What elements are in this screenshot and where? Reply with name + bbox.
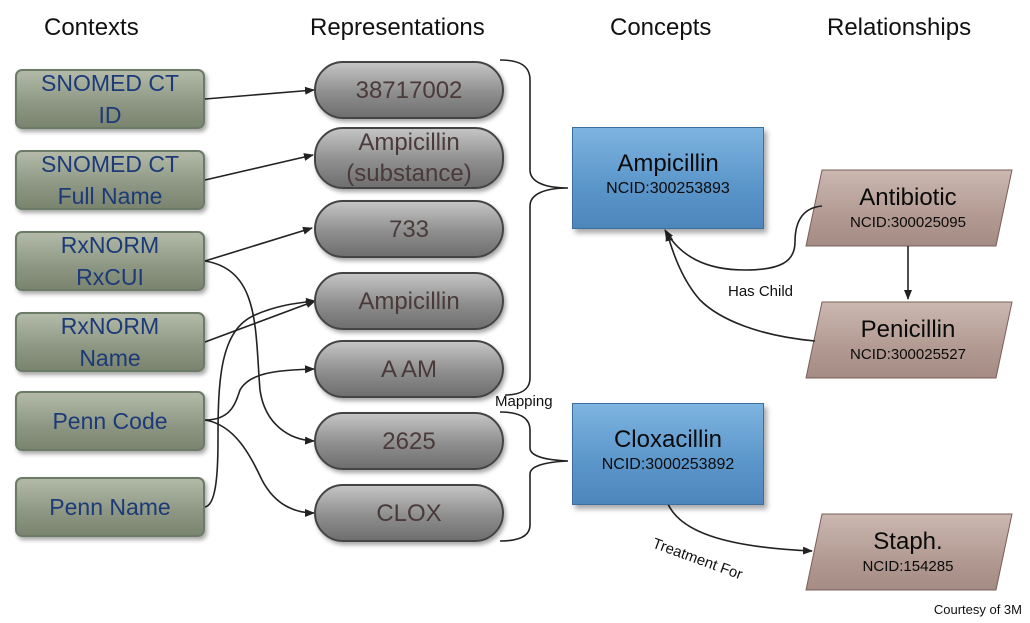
relationship-staph-name: Staph. (873, 528, 943, 555)
relationship-shape-penicillin (805, 301, 1013, 379)
concept-ampicillin: Ampicillin NCID:300253893 (572, 127, 764, 229)
representation-clox: CLOX (314, 484, 504, 542)
representation-2625: 2625 (314, 412, 504, 470)
arrow-snomed-id-to-38717002 (204, 86, 315, 100)
edge-label-mapping: Mapping (495, 393, 553, 410)
context-penn-code: Penn Code (15, 391, 205, 451)
header-representations: Representations (310, 14, 485, 41)
concept-ampicillin-name: Ampicillin (617, 150, 719, 177)
context-snomed-ct-id: SNOMED CT ID (15, 69, 205, 129)
relationship-staph-ncid: NCID:154285 (862, 558, 954, 575)
relationship-staph: Staph. NCID:154285 (810, 528, 1006, 575)
arrow-cloxacillin-to-staph (667, 503, 813, 555)
representation-ampicillin: Ampicillin (314, 272, 504, 330)
relationship-antibiotic: Antibiotic NCID:300025095 (810, 184, 1006, 231)
header-relationships: Relationships (827, 14, 972, 41)
arrow-snomed-name-to-ampicillin-substance (204, 153, 314, 181)
relationship-penicillin-ncid: NCID:300025527 (850, 346, 966, 363)
context-rxnorm-rxcui: RxNORM RxCUI (15, 231, 205, 291)
concept-cloxacillin-ncid: NCID:3000253892 (601, 456, 735, 473)
arrow-rxnorm-name-to-ampicillin (204, 300, 316, 343)
credit-text: Courtesy of 3M (933, 602, 1022, 617)
representation-ampicillin-substance: Ampicillin (substance) (314, 127, 504, 189)
header-contexts: Contexts (44, 14, 139, 41)
edge-label-has-child: Has Child (728, 283, 794, 300)
concept-cloxacillin: Cloxacillin NCID:3000253892 (572, 403, 764, 505)
relationship-antibiotic-ncid: NCID:300025095 (850, 214, 966, 231)
arrow-rxcui-to-733 (204, 226, 313, 262)
arrow-penn-code-to-a-am (204, 365, 315, 421)
relationship-shape-antibiotic (805, 169, 1013, 247)
concept-cloxacillin-name: Cloxacillin (613, 426, 723, 453)
relationship-penicillin-name: Penicillin (860, 316, 956, 343)
context-penn-name: Penn Name (15, 477, 205, 537)
header-concepts: Concepts (610, 14, 712, 41)
relationship-shape-staph (805, 513, 1013, 591)
arrow-penn-name-to-ampicillin (204, 297, 316, 508)
relationship-antibiotic-name: Antibiotic (859, 184, 957, 211)
arrow-penicillin-to-ampicillin (665, 231, 816, 342)
concept-ampicillin-ncid: NCID:300253893 (606, 180, 730, 197)
arrow-antibiotic-to-ampicillin (664, 205, 823, 271)
relationship-penicillin: Penicillin NCID:300025527 (810, 316, 1006, 363)
brace-cloxacillin-group (499, 411, 569, 542)
representation-a-am: A AM (314, 340, 504, 398)
arrow-penn-code-to-clox (204, 419, 315, 517)
representation-38717002: 38717002 (314, 61, 504, 119)
context-snomed-ct-full-name: SNOMED CT Full Name (15, 150, 205, 210)
arrow-rxcui-to-2625 (204, 260, 315, 445)
brace-ampicillin-group (499, 59, 569, 396)
context-rxnorm-name: RxNORM Name (15, 312, 205, 372)
representation-733: 733 (314, 200, 504, 258)
